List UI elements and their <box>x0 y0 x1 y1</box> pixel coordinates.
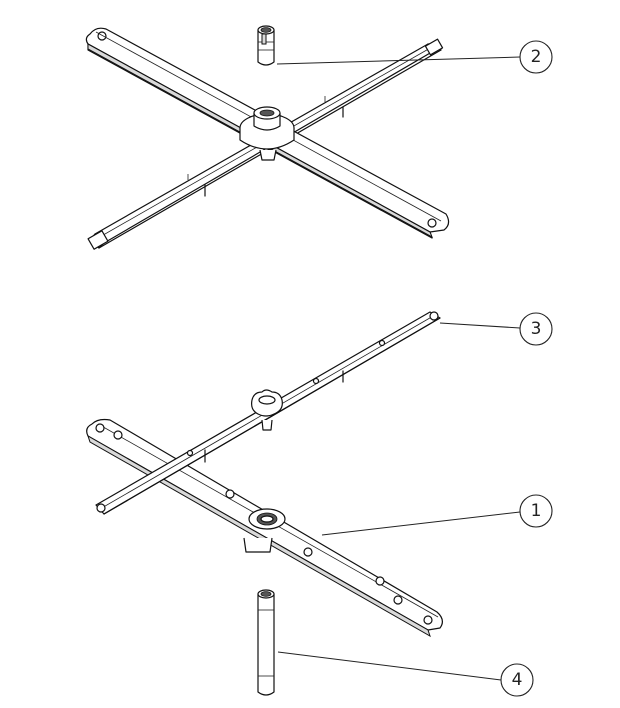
callout-3-circle <box>519 312 553 346</box>
upper-spray-arm-assembly <box>85 25 450 250</box>
callout-3-label: 3 <box>531 319 542 339</box>
part-4-long-tube <box>257 589 275 696</box>
callout-2-label: 2 <box>531 47 542 67</box>
callout-1-circle <box>519 494 553 528</box>
part-2-small-tube <box>257 25 275 66</box>
callout-1-label: 1 <box>531 501 542 521</box>
lower-spray-arm-assembly <box>86 311 443 696</box>
callout-4-group: 4 <box>277 651 534 697</box>
upper-hub <box>239 106 295 161</box>
callout-1-group: 1 <box>321 494 553 536</box>
callout-4-circle <box>500 663 534 697</box>
callout-4-label: 4 <box>512 670 523 690</box>
lower-hub-knob <box>251 389 283 431</box>
callout-2-circle <box>519 40 553 74</box>
callout-2-group: 2 <box>276 40 553 74</box>
callout-3-group: 3 <box>439 312 553 346</box>
